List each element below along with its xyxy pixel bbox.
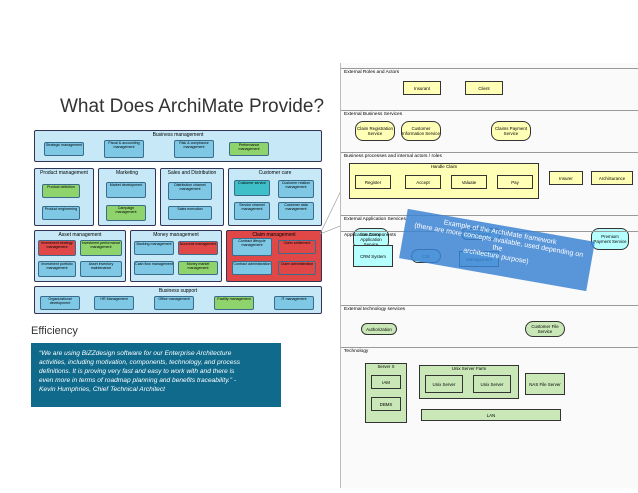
node-dbms: DBMS <box>371 397 401 411</box>
cap-cash-flow: Cash flow management <box>134 261 174 275</box>
cap-inv-strategy: Investment strategy management <box>38 240 76 256</box>
svc-claim-registration: Claim Registration Service <box>355 121 395 141</box>
actor-client: Client <box>465 81 503 95</box>
group-label: Claim management <box>252 232 296 238</box>
cap-it: IT management <box>274 296 314 310</box>
layer-label: External Business Services <box>344 112 403 117</box>
cap-risk: Risk & compliance management <box>174 140 214 158</box>
layer-label: External Application Services <box>344 217 406 222</box>
node-unix-server-2: Unix Server <box>473 375 511 393</box>
cap-customer-relation: Customer relation management <box>278 180 314 198</box>
node-unix-server-1: Unix Server <box>425 375 463 393</box>
quote-line: activities, including motivation, compon… <box>39 359 241 366</box>
role-insurer: Insurer <box>549 171 583 185</box>
group-label: Asset management <box>58 232 102 238</box>
svc-premium-payment: Premium Payment Service <box>591 228 629 250</box>
cap-product-engineering: Product engineering <box>42 206 80 220</box>
svc-claims-payment: Claims Payment Service <box>491 121 531 141</box>
svc-customer-information: Customer Information Service <box>401 121 441 141</box>
layer-app-services: External Application Services <box>341 215 638 229</box>
archimate-diagram: External Roles and Actors Insurant Clien… <box>340 63 638 488</box>
group-label: Marketing <box>116 170 138 176</box>
group-label: Product management <box>40 170 88 176</box>
cap-banking: Banking management <box>134 241 174 255</box>
layer-business-processes: Business processes and internal actors /… <box>341 152 638 212</box>
cap-customer-data: Customer data management <box>278 202 314 220</box>
process-label: Handle Claim <box>430 164 458 169</box>
node-iam: IAM <box>371 375 401 389</box>
testimonial-quote: “We are using BiZZdesign software for ou… <box>31 343 281 407</box>
cap-office: Office management <box>154 296 194 310</box>
step-valuate: Valuate <box>451 175 487 189</box>
layer-label: External technology services <box>344 307 406 312</box>
node-label: Unix Server Farm <box>451 366 487 371</box>
cap-claim-admin: Claim administration <box>278 261 316 275</box>
cap-money-market: Money market management <box>178 261 218 275</box>
quote-line: Kevin Humphries, Chief Technical Archite… <box>39 386 165 393</box>
cap-org-dev: Organizational development <box>40 296 80 310</box>
layer-label: Technology <box>344 349 369 354</box>
cap-product-definition: Product definition <box>42 184 80 198</box>
cap-performance: Performance management <box>229 142 269 156</box>
cap-asset-inventory: Asset inventory maintenance <box>80 261 122 277</box>
cap-inv-portfolio: Investment portfolio management <box>38 261 76 277</box>
node-nas: NAS File Server <box>525 373 565 395</box>
capability-map: Business management Strategic management… <box>34 130 322 316</box>
node-label: Server X <box>377 364 395 369</box>
actor-archisurance: ArchiSurance <box>591 171 633 185</box>
page-title: What Does ArchiMate Provide? <box>60 96 325 117</box>
layer-tech-services: External technology services <box>341 305 638 345</box>
cap-hr: HR Management <box>94 296 134 310</box>
layer-technology: Technology <box>341 347 638 488</box>
node-lan: LAN <box>421 409 561 421</box>
cap-inv-performance: Investment performance management <box>80 240 122 256</box>
group-label: Money management <box>153 232 199 238</box>
cap-facility: Facility management <box>214 296 254 310</box>
section-label: Efficiency <box>31 325 78 337</box>
cap-campaign: Campaign management <box>106 205 146 221</box>
cap-claim-settlement: Claim settlement <box>278 240 316 254</box>
group-label: Customer care <box>258 170 292 176</box>
node-server-x: Server X <box>365 363 407 423</box>
cap-accounts: Accounts management <box>178 241 218 255</box>
comp-crm: CRM System <box>353 245 393 267</box>
tsvc-customer-file: Customer File Service <box>525 321 565 337</box>
step-accept: Accept <box>405 175 441 189</box>
cap-sales-exec: Sales execution <box>168 206 212 220</box>
cap-distribution: Distribution channel management <box>168 182 212 200</box>
role-insurant: Insurant <box>403 81 441 95</box>
quote-line: definitions. It is proving very fast and… <box>39 368 235 375</box>
layer-label: External Roles and Actors <box>344 70 400 75</box>
cap-contract-admin: Contract administration <box>232 261 272 275</box>
cap-strategic: Strategic management <box>44 142 84 156</box>
quote-line: even more in terms of roadmap planning a… <box>39 377 237 384</box>
step-pay: Pay <box>497 175 533 189</box>
tsvc-authorization: Authorization <box>361 323 397 335</box>
step-register: Register <box>355 175 391 189</box>
group-label: Business support <box>158 288 198 294</box>
layer-label: Business processes and internal actors /… <box>344 154 442 159</box>
layer-business-services: External Business Services <box>341 110 638 150</box>
layer-label: Application Components <box>344 233 396 238</box>
cap-customer-service: Customer service <box>234 180 270 196</box>
cap-contract-lifecycle: Contract lifecycle management <box>232 238 272 256</box>
group-label: Sales and Distribution <box>167 170 217 176</box>
cap-market-dev: Market development <box>106 182 146 198</box>
cap-service-channel: Service channel management <box>234 202 270 220</box>
cap-fiscal: Fiscal & accounting management <box>104 140 144 158</box>
layer-roles: External Roles and Actors <box>341 68 638 108</box>
quote-line: “We are using BiZZdesign software for ou… <box>39 350 232 357</box>
group-label: Business management <box>152 132 204 138</box>
